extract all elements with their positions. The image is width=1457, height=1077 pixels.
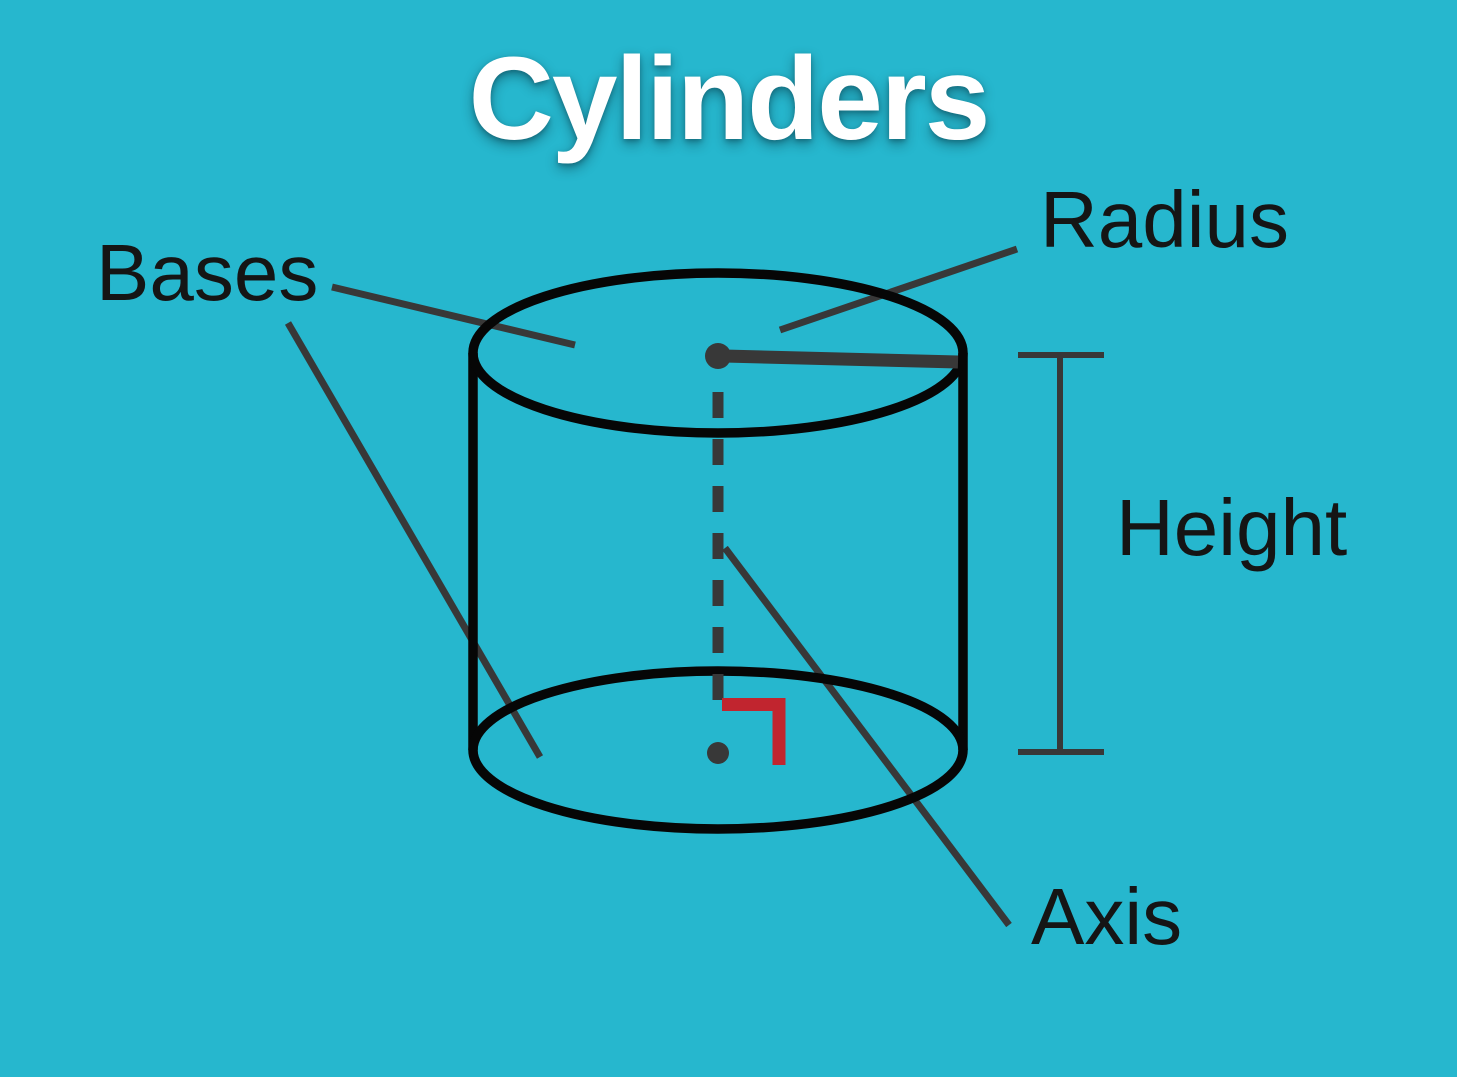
label-height: Height [1116, 483, 1348, 572]
label-axis: Axis [1031, 872, 1183, 961]
top-center-dot [705, 343, 731, 369]
bases-top-leader-line [331, 283, 576, 349]
right-angle-marker [722, 698, 786, 765]
bases-bottom-leader-line [284, 321, 544, 759]
top-base-ellipse [468, 268, 968, 438]
label-radius: Radius [1040, 175, 1290, 264]
radius-line [723, 349, 959, 369]
bottom-center-dot [707, 742, 729, 764]
bottom-base-ellipse [468, 666, 968, 834]
radius-leader-line [778, 245, 1019, 334]
axis-leader-line [722, 545, 1012, 928]
page-title: Cylinders [468, 33, 991, 165]
label-bases: Bases [96, 228, 319, 317]
